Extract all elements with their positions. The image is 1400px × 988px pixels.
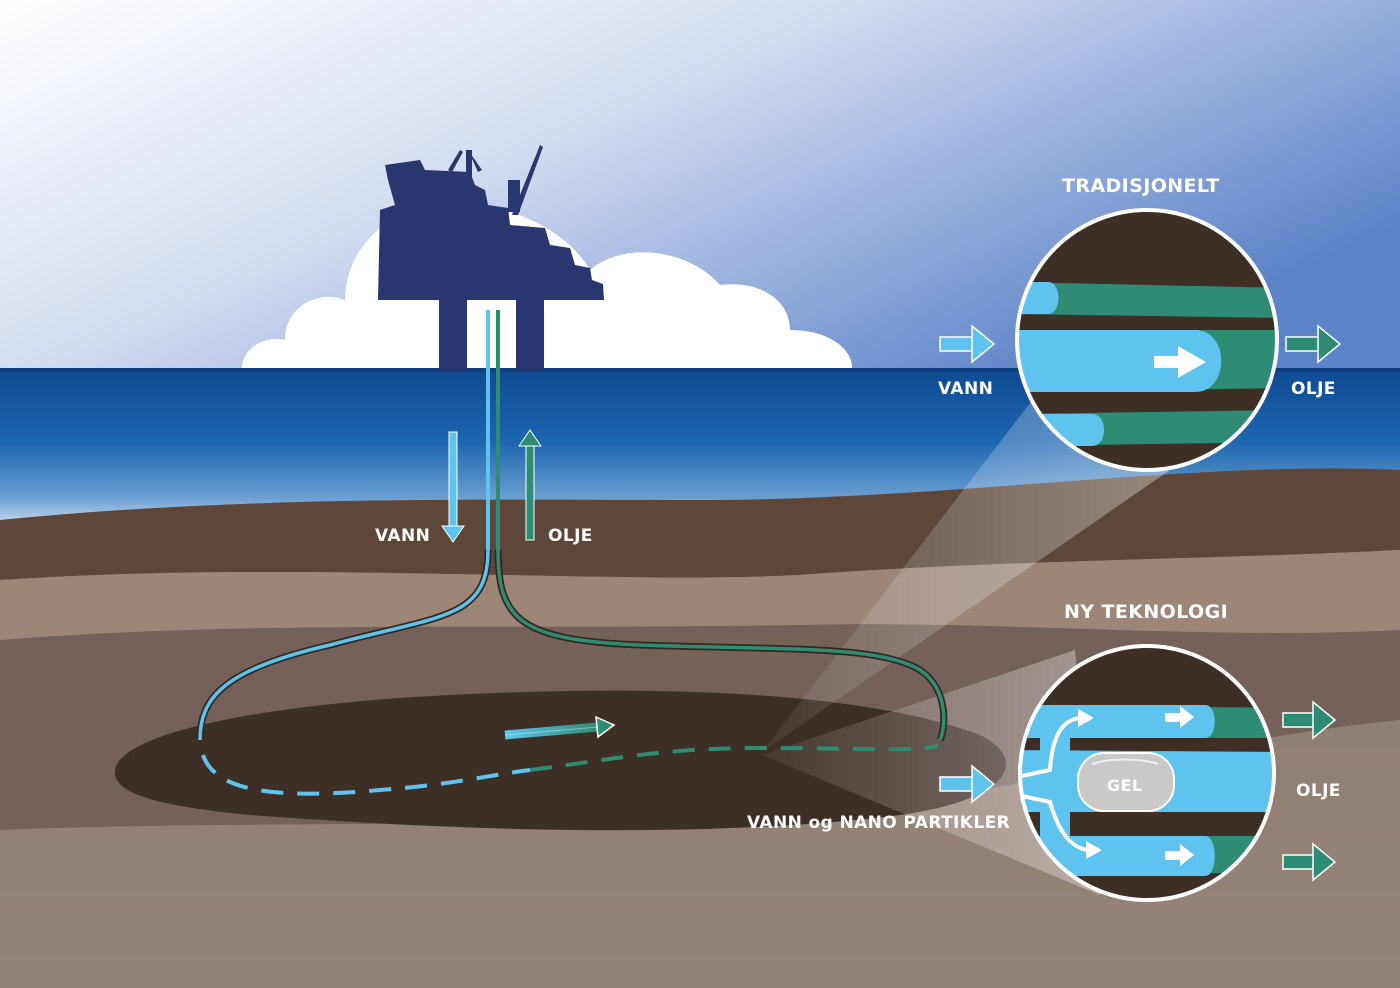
oil-up-arrow <box>518 429 542 541</box>
oil-production-dashed <box>529 743 940 772</box>
water-injection-well-line <box>198 549 490 741</box>
oil-production-well-line <box>496 549 946 741</box>
reservoir-flow-arrow <box>504 715 616 740</box>
beam-to-new-tech <box>762 650 1100 895</box>
traditional-title: TRADISJONELT <box>1062 175 1220 197</box>
traditional-oil-label: OLJE <box>1291 379 1336 399</box>
new-tech-title: NY TEKNOLOGI <box>1064 601 1228 623</box>
water-pipe-vertical <box>486 310 490 560</box>
gel-label: GEL <box>1107 776 1142 795</box>
traditional-water-label: VANN <box>938 379 993 399</box>
well-water-label: VANN <box>375 526 430 546</box>
sea-surface-line <box>0 368 1400 372</box>
new-tech-magnifier <box>1018 644 1276 902</box>
beam-to-traditional <box>762 390 1170 752</box>
traditional-in-arrow <box>939 324 996 364</box>
well-oil-label: OLJE <box>548 526 593 546</box>
rock-layer-light <box>0 550 1400 640</box>
new-tech-oil-label: OLJE <box>1296 781 1341 801</box>
water-injection-dashed <box>201 754 531 796</box>
oil-platform <box>378 145 604 372</box>
traditional-out-arrow <box>1285 324 1342 364</box>
new-tech-out-arrow-top <box>1282 700 1337 740</box>
new-tech-out-arrow-bottom <box>1282 842 1337 882</box>
water-down-arrow <box>441 431 465 543</box>
new-tech-water-label: VANN og NANO PARTIKLER <box>747 813 1010 833</box>
oil-pipe-vertical <box>496 310 500 560</box>
new-tech-in-arrow <box>939 764 996 804</box>
